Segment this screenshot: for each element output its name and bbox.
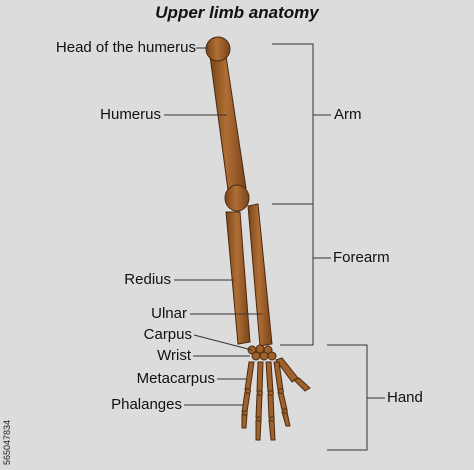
label-ulna: Ulnar — [151, 305, 187, 322]
forearm-bracket — [275, 203, 314, 346]
diagram-title: Upper limb anatomy — [155, 3, 319, 22]
region-arm: Arm — [334, 106, 362, 123]
label-carpus: Carpus — [143, 326, 192, 343]
humerus-condyle — [224, 184, 250, 212]
label-head-of-humerus: Head of the humerus — [55, 39, 196, 56]
ulna-bone — [247, 203, 273, 347]
hand-bones — [241, 357, 311, 441]
label-humerus: Humerus — [100, 106, 161, 123]
leader-carpus — [193, 334, 253, 351]
label-metacarpus: Metacarpus — [136, 370, 215, 387]
hand-bracket — [327, 344, 368, 451]
label-radius: Redius — [124, 271, 171, 288]
arm-bracket — [272, 43, 314, 205]
humerus-head — [205, 36, 231, 62]
region-forearm: Forearm — [333, 249, 390, 266]
humerus-bone — [205, 36, 250, 212]
watermark-id: 565047834 — [2, 419, 12, 465]
label-phalanges: Phalanges — [111, 396, 182, 413]
carpal-bones — [247, 344, 277, 361]
radius-bone — [225, 211, 251, 345]
label-wrist: Wrist — [157, 347, 191, 364]
region-hand: Hand — [387, 389, 423, 406]
